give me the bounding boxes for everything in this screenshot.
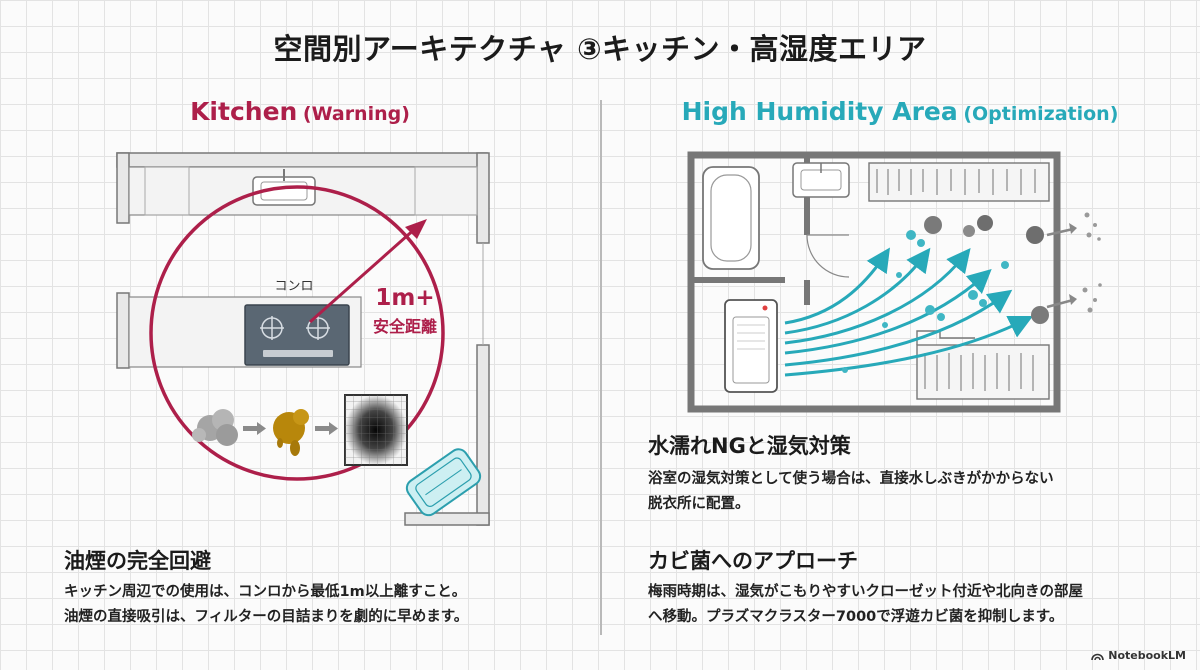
kitchen-floor-plan: コンロ 1m+ 安全距離 xyxy=(116,152,490,526)
mold-spores-icon xyxy=(842,215,1049,373)
notebooklm-logo-icon xyxy=(1091,653,1105,660)
stove-label: コンロ xyxy=(274,279,313,294)
humidity-section-2-title: カビ菌へのアプローチ xyxy=(648,549,858,573)
washbasin-icon xyxy=(792,162,850,198)
airflow-arrows xyxy=(784,247,1034,377)
humidity-section-1-line-2: 脱衣所に配置。 xyxy=(648,496,750,512)
humidity-section-2-line-1: 梅雨時期は、湿気がこもりやすいクローゼット付近や北向きの部屋 xyxy=(648,584,1083,600)
spores-out-arrows xyxy=(1046,223,1077,309)
humidity-section-2-line-2: へ移動。プラズマクラスター7000で浮遊カビ菌を抑制します。 xyxy=(648,609,1064,625)
humidity-floor-plan xyxy=(687,151,1102,413)
humidity-heading-paren: (Optimization) xyxy=(963,103,1119,125)
distance-label: 安全距離 xyxy=(373,317,437,336)
kitchen-body-line-1: キッチン周辺での使用は、コンロから最低1m以上離すこと。 xyxy=(64,584,467,600)
page-title: 空間別アーキテクチャ ③キッチン・高湿度エリア xyxy=(273,32,927,66)
humidity-section-1-line-1: 浴室の湿気対策として使う場合は、直接水しぶきがかからない xyxy=(648,471,1054,487)
kitchen-heading-main: Kitchen xyxy=(190,97,298,126)
kitchen-section-title: 油煙の完全回避 xyxy=(64,549,211,573)
humidity-section-1-title: 水濡れNGと湿気対策 xyxy=(648,434,851,458)
closet-icon xyxy=(868,162,1050,400)
kitchen-heading-paren: (Warning) xyxy=(302,103,410,125)
brand-name: NotebookLM xyxy=(1108,649,1186,662)
radius-arrow xyxy=(309,219,427,324)
arrow-right-icon xyxy=(315,422,338,435)
smoke-cloud-icon xyxy=(192,409,238,446)
kitchen-body-line-2: 油煙の直接吸引は、フィルターの目詰まりを劇的に早めます。 xyxy=(64,609,469,625)
column-divider xyxy=(600,100,602,635)
humidity-heading: High Humidity Area (Optimization) xyxy=(630,97,1170,126)
kitchen-heading: Kitchen (Warning) xyxy=(30,97,570,126)
grease-drop-icon xyxy=(273,409,309,456)
bathtub-icon xyxy=(702,166,760,270)
air-purifier-icon xyxy=(724,299,778,393)
humidity-heading-main: High Humidity Area xyxy=(681,97,958,126)
stove-icon xyxy=(244,304,350,366)
distance-value: 1m+ xyxy=(375,285,434,311)
air-purifier-icon xyxy=(405,448,482,517)
safety-radius-circle xyxy=(149,185,445,481)
arrow-right-icon xyxy=(243,422,266,435)
clogged-filter-icon xyxy=(344,394,408,466)
brand-badge: NotebookLM xyxy=(1091,649,1186,662)
